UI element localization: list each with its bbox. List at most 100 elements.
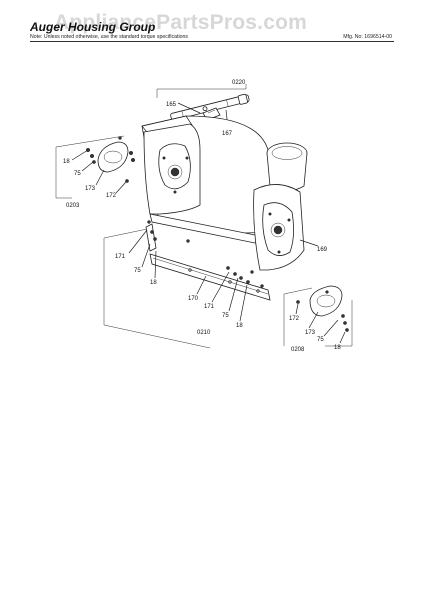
mid-nut-f bbox=[246, 280, 250, 284]
callout-right-75: 75 bbox=[317, 337, 324, 343]
scraper-bracket bbox=[145, 223, 157, 252]
right-plate-bolt-c bbox=[277, 250, 281, 254]
bracket-0220 bbox=[156, 84, 247, 98]
callout-right-18: 18 bbox=[334, 345, 341, 351]
mid-bolt-b bbox=[186, 239, 190, 243]
leader-mid-171a bbox=[128, 229, 148, 254]
left-bearing bbox=[170, 167, 180, 177]
left-skid-shoe-face bbox=[103, 150, 123, 164]
leader-mid2-75 bbox=[228, 277, 239, 312]
left-carriage-bolt bbox=[125, 179, 129, 183]
mid-bolt-d bbox=[260, 284, 264, 288]
callout-left-173: 173 bbox=[85, 186, 96, 192]
mid-nut-a bbox=[150, 230, 154, 234]
left-bearing-ring bbox=[167, 164, 183, 180]
scraper-bar-edge bbox=[152, 257, 269, 295]
left-skid-shoe bbox=[97, 141, 129, 173]
callout-left-75: 75 bbox=[74, 171, 81, 177]
leader-169 bbox=[299, 239, 319, 247]
leader-left-173 bbox=[95, 169, 105, 186]
scraper-hole-a bbox=[188, 268, 192, 272]
callout-0203: 0203 bbox=[66, 203, 80, 209]
torque-note: Note: Unless noted otherwise, use the st… bbox=[30, 34, 189, 40]
right-plate-bolt-a bbox=[268, 212, 272, 216]
right-bearing bbox=[273, 225, 283, 235]
auger-housing bbox=[141, 115, 319, 271]
scraper-group-0210 bbox=[103, 220, 271, 349]
scraper-hole-c bbox=[256, 289, 260, 293]
callout-mid-75: 75 bbox=[134, 268, 141, 274]
mid-nut-d bbox=[233, 272, 237, 276]
left-plate-bolt-c bbox=[173, 190, 177, 194]
callout-mid-171a: 171 bbox=[115, 254, 126, 260]
left-washer bbox=[92, 160, 96, 164]
left-nut-c bbox=[118, 136, 122, 140]
mfg-number: Mfg. No: 1696514-00 bbox=[343, 34, 392, 40]
mid-bolt-a bbox=[147, 220, 151, 224]
callout-left-172: 172 bbox=[106, 193, 117, 199]
callout-169: 169 bbox=[317, 247, 328, 253]
right-nut-b bbox=[343, 321, 347, 325]
right-nut-c bbox=[345, 328, 349, 332]
left-skid-group-0203 bbox=[55, 135, 135, 199]
watermark: AppliancePartsPros.com bbox=[54, 11, 307, 34]
left-bolt-b bbox=[89, 153, 94, 158]
callout-left-18: 18 bbox=[63, 159, 70, 165]
right-carriage-bolt bbox=[296, 300, 300, 304]
leader-right-18 bbox=[339, 331, 346, 344]
right-nut-a bbox=[341, 314, 345, 318]
right-bolt-a bbox=[325, 290, 329, 294]
leader-left-172 bbox=[115, 181, 127, 194]
callout-0208: 0208 bbox=[291, 347, 305, 353]
callout-mid-171b: 171 bbox=[204, 304, 215, 310]
leader-mid-171b bbox=[211, 271, 230, 303]
callout-mid2-75: 75 bbox=[222, 313, 229, 319]
mid-bolt-c bbox=[250, 270, 254, 274]
leader-right-172 bbox=[295, 303, 299, 315]
chute-inner-rim bbox=[271, 146, 303, 160]
bracket-0210-bottom bbox=[103, 324, 211, 349]
leader-mid-18 bbox=[154, 250, 157, 279]
scraper-hole-b bbox=[228, 280, 232, 284]
leader-right-173 bbox=[308, 311, 319, 329]
mid-nut-b bbox=[153, 237, 157, 241]
left-plate-bolt-a bbox=[162, 156, 166, 160]
leader-165 bbox=[177, 102, 201, 114]
right-plate-bolt-b bbox=[287, 218, 291, 222]
bracket-0203 bbox=[55, 135, 125, 199]
right-skid-shoe-face bbox=[316, 294, 336, 308]
right-skid-shoe bbox=[309, 285, 343, 317]
right-bearing-ring bbox=[270, 222, 286, 238]
left-plate-cutout bbox=[158, 143, 191, 190]
bracket-0210-left bbox=[103, 227, 153, 325]
callout-0210: 0210 bbox=[197, 330, 211, 336]
callout-165: 165 bbox=[166, 102, 177, 108]
callout-mid-18: 18 bbox=[150, 280, 157, 286]
leader-mid-75 bbox=[141, 243, 151, 268]
bracket-0208-left bbox=[283, 287, 313, 346]
callout-right-172: 172 bbox=[289, 316, 300, 322]
right-skid-group-0208 bbox=[283, 285, 353, 347]
callout-167: 167 bbox=[222, 131, 233, 137]
header-rule bbox=[30, 41, 394, 42]
page-title: Auger Housing Group bbox=[30, 20, 156, 34]
leader-right-75 bbox=[323, 319, 339, 337]
leader-left-18 bbox=[71, 149, 89, 161]
mid-nut-c bbox=[226, 266, 230, 270]
scraper-bar bbox=[149, 253, 271, 301]
callout-0220: 0220 bbox=[232, 80, 246, 86]
leader-mid2-18 bbox=[239, 284, 248, 322]
left-nut-b bbox=[130, 157, 135, 162]
left-plate-bolt-b bbox=[185, 156, 189, 160]
leader-left-75 bbox=[81, 161, 94, 172]
callout-170: 170 bbox=[188, 296, 199, 302]
callout-right-173: 173 bbox=[305, 330, 316, 336]
callout-mid2-18: 18 bbox=[236, 323, 243, 329]
leader-170 bbox=[196, 275, 207, 295]
bracket-0208-right bbox=[325, 300, 353, 347]
auger-shaft bbox=[170, 93, 250, 121]
mid-nut-e bbox=[239, 276, 243, 280]
left-nut-a bbox=[128, 150, 133, 155]
